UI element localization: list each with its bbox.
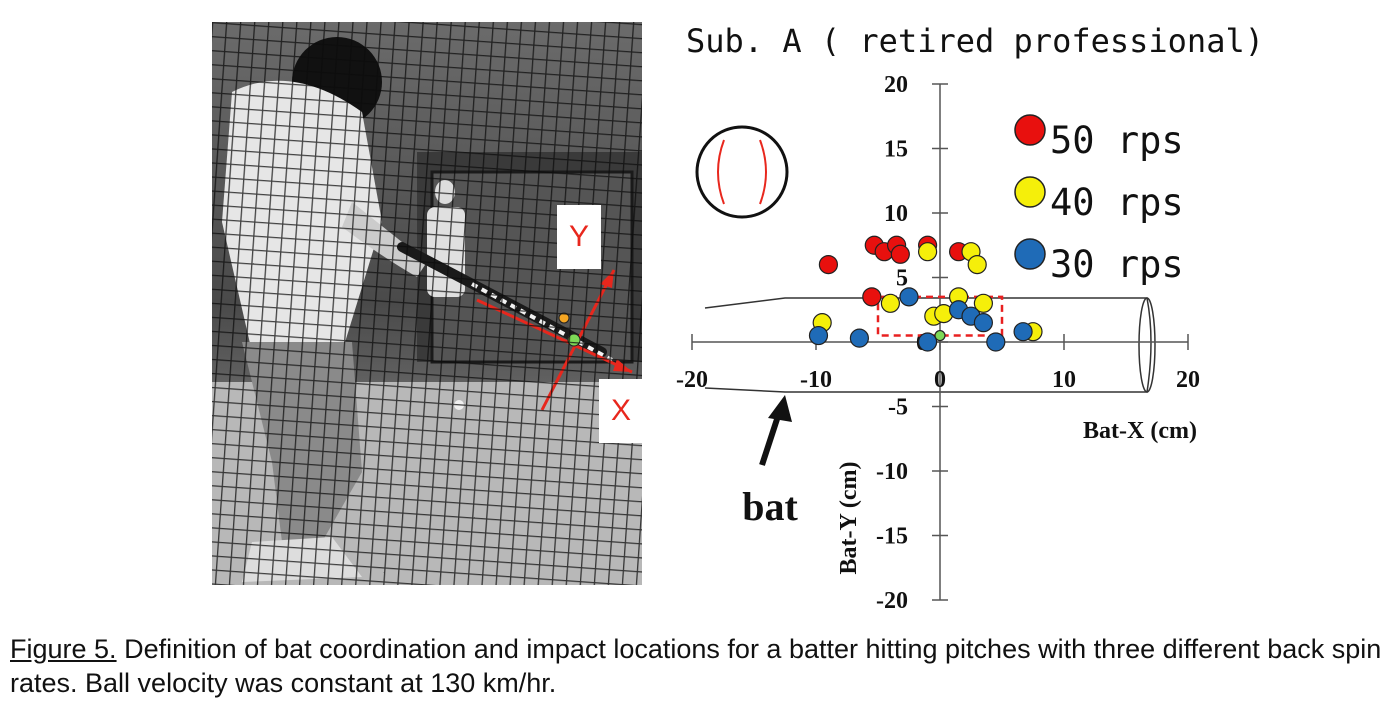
baseball-icon xyxy=(695,125,789,219)
bat-end xyxy=(1138,297,1156,393)
data-point xyxy=(986,332,1006,352)
x-tick-label: 0 xyxy=(934,367,946,393)
figure-caption-text: Definition of bat coordination and impac… xyxy=(10,634,1382,698)
bat-arrow-icon xyxy=(768,395,792,422)
data-point xyxy=(917,332,938,352)
legend-swatch xyxy=(1014,114,1046,146)
x-tick-label: -10 xyxy=(800,367,832,393)
data-point xyxy=(1013,322,1033,342)
y-tick-label: -10 xyxy=(876,459,908,485)
y-tick-label: -5 xyxy=(888,395,908,421)
figure-caption: Figure 5. Definition of bat coordination… xyxy=(10,632,1395,700)
chart-points xyxy=(808,235,1043,352)
legend-label: 30 rps xyxy=(1050,243,1184,286)
data-point xyxy=(967,255,987,275)
bat-annotation: bat xyxy=(742,395,798,529)
y-tick-label: 20 xyxy=(884,72,908,98)
data-point xyxy=(917,242,938,262)
legend-label: 40 rps xyxy=(1050,181,1184,224)
reference-point xyxy=(934,329,946,342)
data-point xyxy=(973,293,994,313)
sweet-spot-box xyxy=(876,295,1004,337)
x-tick-label: 10 xyxy=(1052,367,1076,393)
batter-photo: Y X xyxy=(212,22,642,585)
y-tick-label: 15 xyxy=(884,137,908,163)
bat-annotation-label: bat xyxy=(742,484,798,529)
batter-photo-image xyxy=(212,22,642,585)
legend-swatch xyxy=(1014,176,1046,208)
data-point xyxy=(818,255,839,275)
data-point xyxy=(849,328,870,348)
data-point xyxy=(862,287,882,307)
legend-label: 50 rps xyxy=(1050,119,1184,162)
y-axis-title: Bat-Y (cm) xyxy=(836,461,862,574)
data-point xyxy=(808,325,829,346)
y-tick-label: -20 xyxy=(876,588,908,614)
chart-legend: 50 rps 40 rps 30 rps xyxy=(1014,114,1184,286)
figure-label: Figure 5. xyxy=(10,634,117,664)
y-tick-label: -15 xyxy=(876,524,908,550)
legend-swatch xyxy=(1014,238,1046,270)
x-axis-title: Bat-X (cm) xyxy=(1083,418,1197,444)
y-tick-label: 10 xyxy=(884,201,908,227)
chart-title: Sub. A ( retired professional) xyxy=(686,22,1264,60)
photo-x-axis-label: X xyxy=(599,379,642,443)
data-point xyxy=(890,244,910,264)
data-point xyxy=(899,287,919,307)
y-tick-label: 5 xyxy=(896,266,908,292)
x-tick-label: -20 xyxy=(676,367,708,393)
photo-y-axis-label: Y xyxy=(557,205,601,269)
x-tick-label: 20 xyxy=(1176,367,1200,393)
data-point xyxy=(973,313,994,333)
data-point xyxy=(880,293,901,313)
